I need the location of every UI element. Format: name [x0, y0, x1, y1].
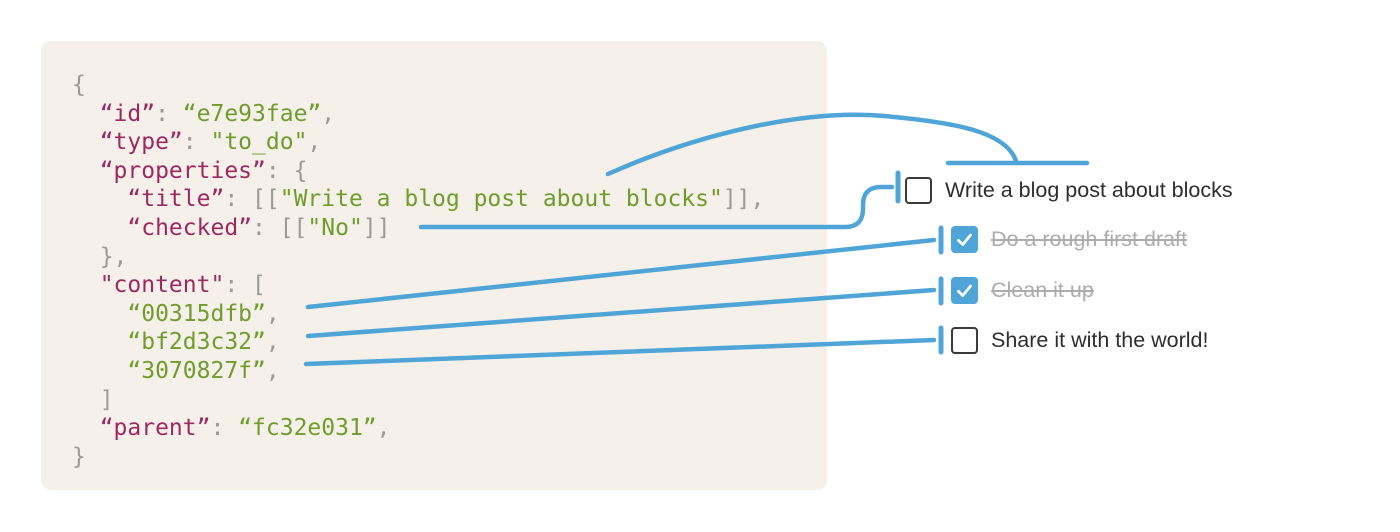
- checkmark-icon: [957, 284, 972, 297]
- code-line: },: [72, 243, 128, 270]
- todo-item-label: Share it with the world!: [991, 328, 1209, 352]
- todo-item-label: Clean it up: [991, 278, 1094, 302]
- code-line: {: [72, 72, 86, 98]
- code-line: “id”: “e7e93fae”,: [72, 100, 336, 127]
- todo-item: Do a rough first draft: [951, 226, 1187, 253]
- checkmark-icon: [957, 233, 972, 246]
- json-code-block: { “id”: “e7e93fae”, “type”: "to_do", “pr…: [41, 41, 827, 490]
- todo-item-label: Do a rough first draft: [991, 227, 1187, 251]
- code-line: “title”: [["Write a blog post about bloc…: [72, 186, 765, 213]
- code-line: }: [72, 443, 86, 470]
- code-line: “checked”: [["No"]]: [72, 214, 391, 241]
- todo-item: Write a blog post about blocks: [905, 177, 1233, 204]
- code-line: “properties”: {: [72, 157, 308, 184]
- todo-checkbox[interactable]: [951, 277, 978, 304]
- code-line: "content": [: [72, 272, 266, 299]
- code-lines: { “id”: “e7e93fae”, “type”: "to_do", “pr…: [72, 71, 827, 471]
- code-line: “bf2d3c32”,: [72, 329, 280, 356]
- code-line: ]: [72, 386, 114, 413]
- todo-item: Clean it up: [951, 277, 1094, 304]
- code-line: “00315dfb”,: [72, 300, 280, 327]
- todo-checkbox[interactable]: [951, 226, 978, 253]
- todo-checkbox[interactable]: [905, 177, 932, 204]
- code-line: “3070827f”,: [72, 357, 280, 384]
- todo-item-label: Write a blog post about blocks: [945, 178, 1233, 202]
- todo-checkbox[interactable]: [951, 327, 978, 354]
- code-line: “type”: "to_do",: [72, 129, 322, 156]
- todo-item: Share it with the world!: [951, 327, 1209, 354]
- code-line: “parent”: “fc32e031”,: [72, 415, 391, 442]
